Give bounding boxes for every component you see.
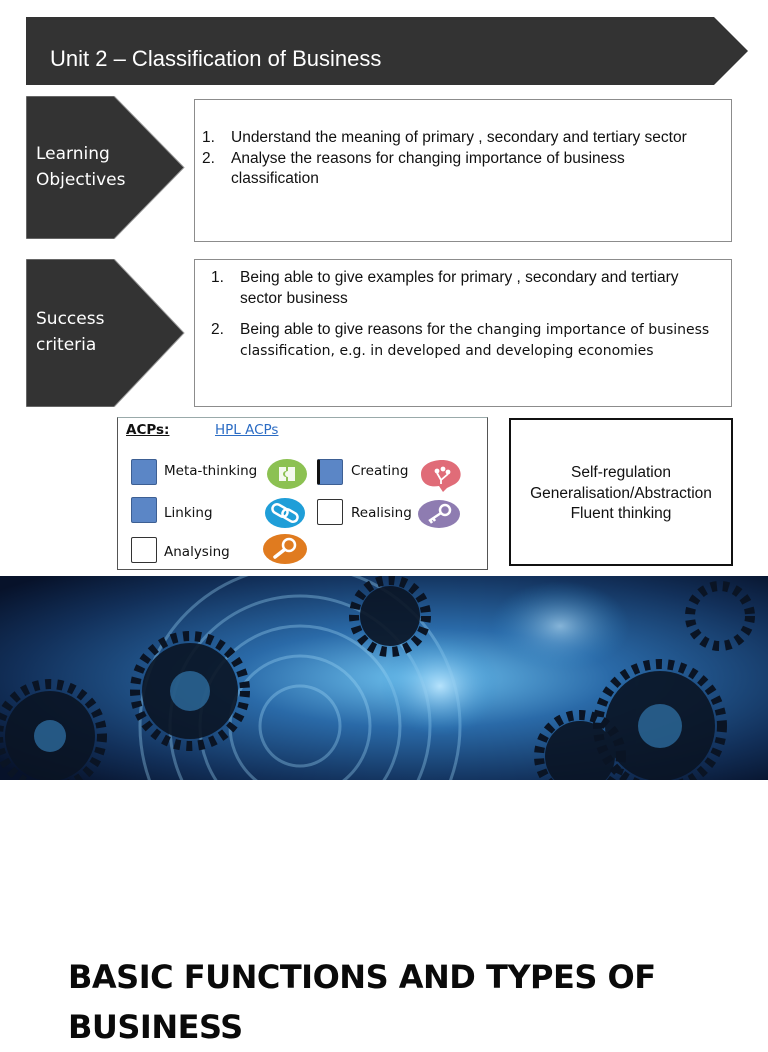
list-item: 2. Being able to give reasons for the ch… <box>211 321 710 359</box>
learning-objectives-list: 1. Understand the meaning of primary , s… <box>202 128 711 190</box>
hpl-line-2: Generalisation/Abstraction <box>530 484 712 502</box>
list-item: 1. Understand the meaning of primary , s… <box>202 129 687 146</box>
gears-banner-image <box>0 576 768 780</box>
list-item: 2. Analyse the reasons for changing impo… <box>202 149 625 188</box>
learning-objectives-label: Learning Objectives <box>36 144 126 190</box>
success-criteria-box: 1. Being able to give examples for prima… <box>194 259 732 407</box>
realising-checkbox[interactable] <box>317 499 343 525</box>
analysing-label: Analysing <box>164 544 230 560</box>
linking-label: Linking <box>164 505 213 521</box>
page-title: Unit 2 – Classification of Business <box>50 46 382 71</box>
success-criteria-arrow <box>26 259 185 407</box>
linking-checkbox[interactable] <box>131 497 157 523</box>
realising-label: Realising <box>351 505 412 521</box>
section-heading: BASIC FUNCTIONS AND TYPES OF BUSINESS <box>68 958 656 1046</box>
analysing-checkbox[interactable] <box>131 537 157 563</box>
magnifier-icon <box>263 534 307 564</box>
hpl-acps-link[interactable]: HPL ACPs <box>215 422 279 438</box>
meta-thinking-checkbox[interactable] <box>131 459 157 485</box>
acps-panel: ACPs: HPL ACPs Meta-thinking Creating Li… <box>117 417 488 570</box>
key-icon <box>418 500 460 528</box>
learning-objectives-arrow <box>26 96 185 239</box>
hpl-line-1: Self-regulation <box>571 464 671 481</box>
title-banner <box>26 17 748 85</box>
puzzle-brain-icon <box>267 459 307 489</box>
acps-heading: ACPs: <box>126 422 170 438</box>
creating-checkbox[interactable] <box>317 459 343 485</box>
chain-link-icon <box>265 498 305 528</box>
hpl-values-box: Self-regulation Generalisation/Abstracti… <box>509 418 733 566</box>
creating-label: Creating <box>351 463 409 479</box>
lightbulb-brain-icon <box>421 460 461 492</box>
hpl-line-3: Fluent thinking <box>570 505 672 522</box>
learning-objectives-box: 1. Understand the meaning of primary , s… <box>194 99 732 242</box>
success-criteria-label: Success criteria <box>36 309 105 355</box>
meta-thinking-label: Meta-thinking <box>164 463 258 479</box>
list-item: 1. Being able to give examples for prima… <box>211 269 679 307</box>
success-criteria-list: 1. Being able to give examples for prima… <box>211 268 725 361</box>
